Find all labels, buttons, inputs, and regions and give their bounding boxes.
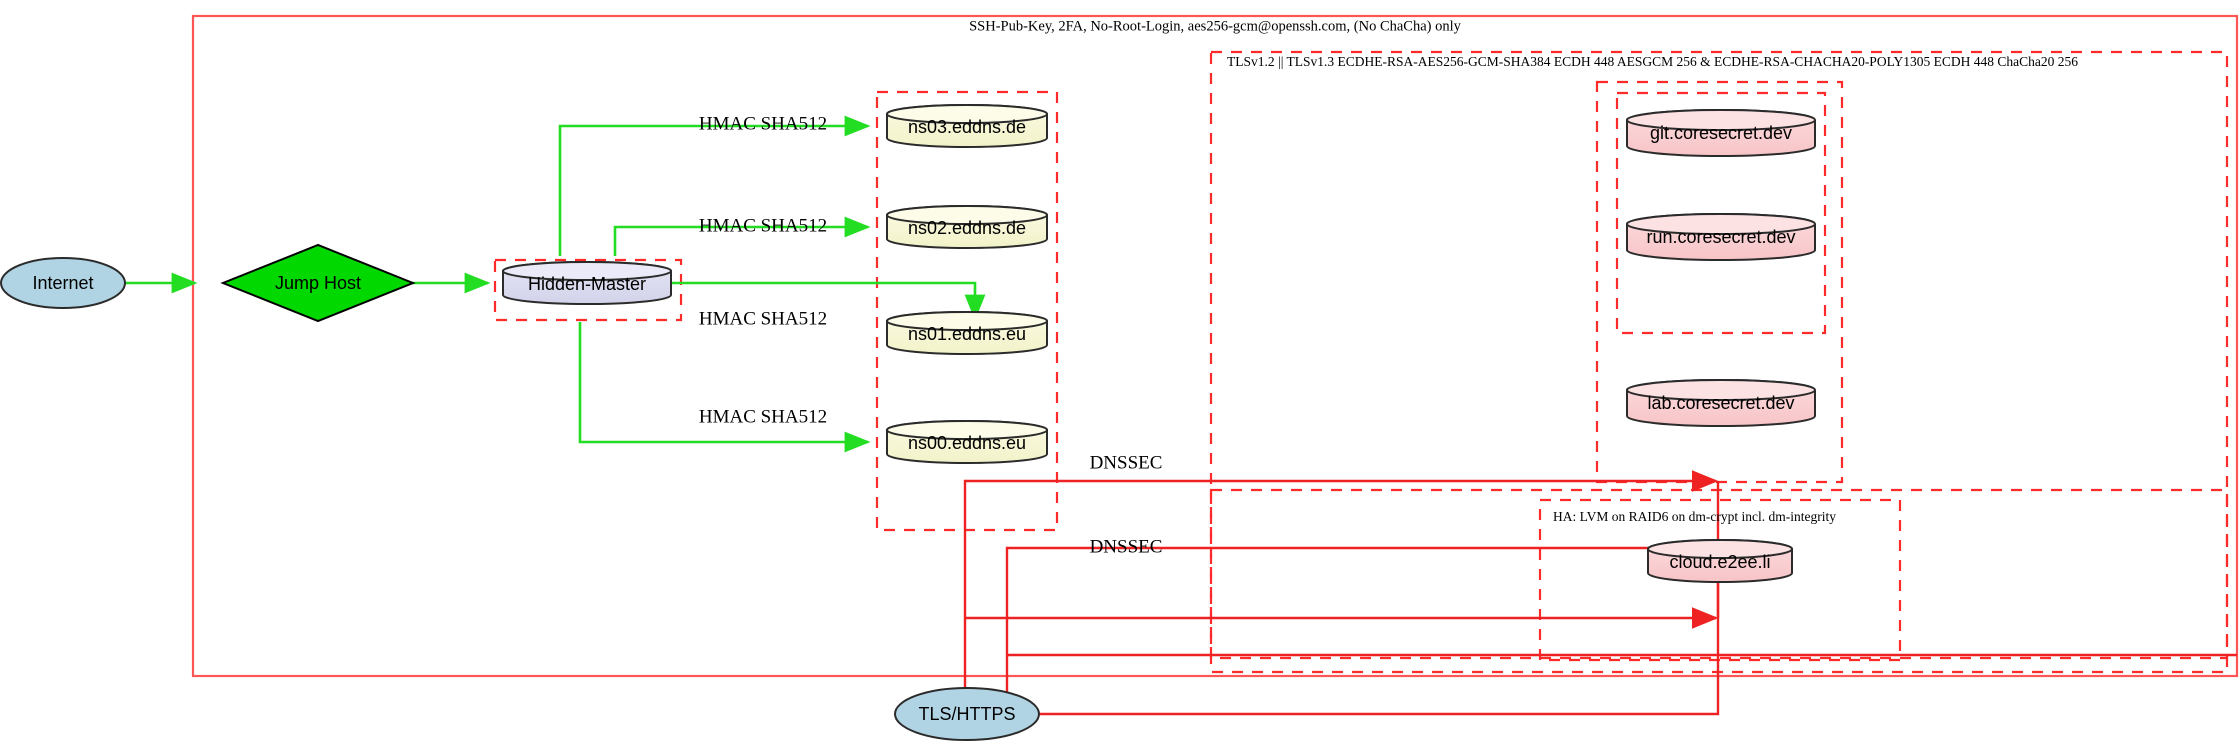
node-ns03-label: ns03.eddns.de bbox=[908, 117, 1026, 137]
node-ns02-label: ns02.eddns.de bbox=[908, 218, 1026, 238]
node-lab-label: lab.coresecret.dev bbox=[1647, 393, 1794, 413]
edges-red bbox=[963, 470, 2237, 716]
edge-master-to-ns01 bbox=[672, 281, 986, 321]
node-hidden-master[interactable]: Hidden-Master bbox=[502, 261, 672, 305]
node-run-label: run.coresecret.dev bbox=[1646, 227, 1795, 247]
cluster-ha-label: HA: LVM on RAID6 on dm-crypt incl. dm-in… bbox=[1553, 509, 1836, 524]
node-ns00-label: ns00.eddns.eu bbox=[908, 433, 1026, 453]
cluster-ha bbox=[1538, 498, 1902, 662]
node-lab-coresecret[interactable]: lab.coresecret.dev bbox=[1626, 379, 1816, 427]
edge-label-hmac-ns03: HMAC SHA512 bbox=[699, 113, 827, 134]
node-jump-host[interactable]: Jump Host bbox=[220, 243, 416, 323]
edge-master-to-ns02 bbox=[613, 216, 871, 256]
node-ns02[interactable]: ns02.eddns.de bbox=[886, 205, 1048, 249]
node-run-coresecret[interactable]: run.coresecret.dev bbox=[1626, 213, 1816, 261]
node-jump-host-label: Jump Host bbox=[275, 273, 361, 293]
edge-label-hmac-ns00: HMAC SHA512 bbox=[699, 406, 827, 427]
edges-green bbox=[105, 115, 986, 453]
cluster-hidden-master bbox=[493, 258, 683, 322]
node-ns01[interactable]: ns01.eddns.eu bbox=[886, 311, 1048, 355]
cluster-coresecret-inner bbox=[1615, 91, 1827, 335]
edge-master-to-ns00 bbox=[578, 322, 871, 453]
edge-label-dnssec-upper: DNSSEC bbox=[1090, 452, 1163, 473]
cluster-outer-ssh bbox=[191, 14, 2239, 678]
node-git-label: git.coresecret.dev bbox=[1650, 123, 1792, 143]
edge-label-hmac-ns01: HMAC SHA512 bbox=[699, 308, 827, 329]
node-cloud-e2ee[interactable]: cloud.e2ee.li bbox=[1647, 539, 1793, 583]
edge-tls-to-coresecret bbox=[963, 470, 1719, 714]
node-internet[interactable]: Internet bbox=[0, 257, 126, 309]
node-git-coresecret[interactable]: git.coresecret.dev bbox=[1626, 109, 1816, 157]
node-internet-label: Internet bbox=[32, 273, 93, 293]
cluster-tls-label: TLSv1.2 || TLSv1.3 ECDHE-RSA-AES256-GCM-… bbox=[1227, 54, 2078, 69]
node-tls-https-label: TLS/HTTPS bbox=[918, 704, 1015, 724]
edge-tls-branch-mid bbox=[1005, 546, 1716, 714]
node-hidden-master-label: Hidden-Master bbox=[528, 274, 646, 294]
node-tls-https[interactable]: TLS/HTTPS bbox=[894, 687, 1040, 741]
node-ns00[interactable]: ns00.eddns.eu bbox=[886, 420, 1048, 464]
node-ns03[interactable]: ns03.eddns.de bbox=[886, 104, 1048, 148]
node-cloud-label: cloud.e2ee.li bbox=[1669, 552, 1770, 572]
cluster-dns bbox=[875, 90, 1059, 532]
node-ns01-label: ns01.eddns.eu bbox=[908, 324, 1026, 344]
edge-label-hmac-ns02: HMAC SHA512 bbox=[699, 215, 827, 236]
edge-master-to-ns03 bbox=[558, 115, 871, 256]
cluster-coresecret-outer bbox=[1595, 80, 1844, 484]
edge-label-dnssec-lower: DNSSEC bbox=[1090, 536, 1163, 557]
cluster-outer-label: SSH-Pub-Key, 2FA, No-Root-Login, aes256-… bbox=[969, 18, 1462, 34]
